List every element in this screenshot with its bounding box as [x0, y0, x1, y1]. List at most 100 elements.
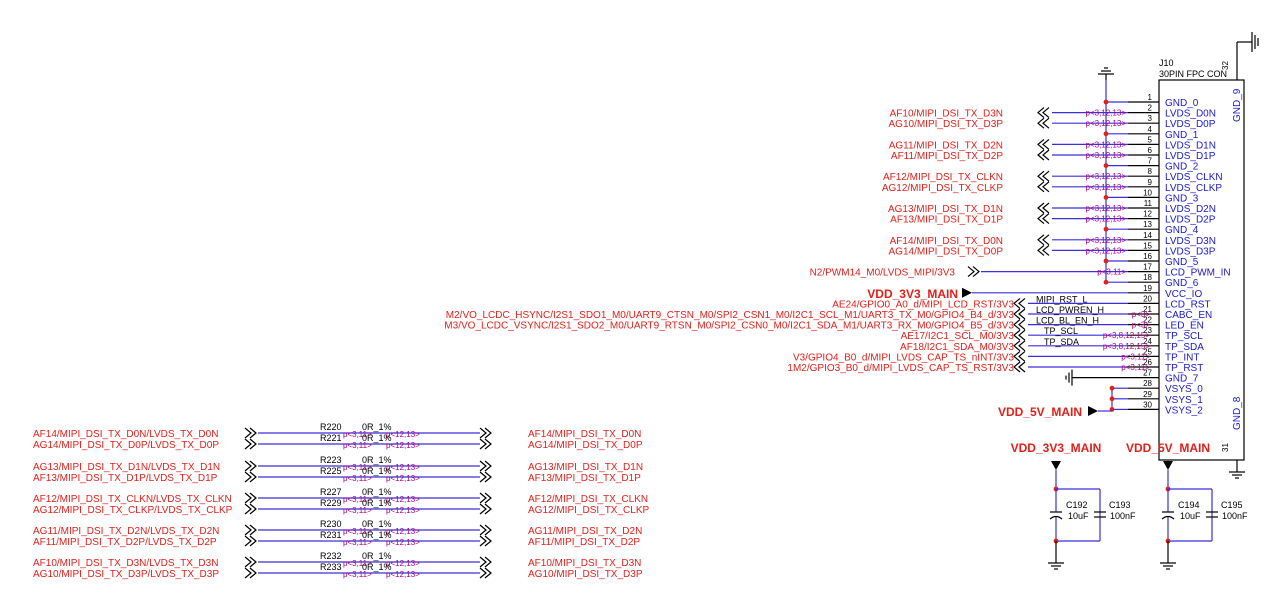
- res-right-chevron-2-a: [479, 460, 487, 472]
- pin-7-name: GND_2: [1165, 162, 1199, 173]
- res-left-chevron-6-b: [249, 524, 257, 536]
- cap-ref-0: C192: [1066, 500, 1088, 510]
- net-label-2: AG11/MIPI_DSI_TX_D2N: [889, 140, 1003, 151]
- gnd-junction-3: [1103, 131, 1109, 137]
- net-label-0: AF10/MIPI_DSI_TX_D3N: [890, 109, 1003, 120]
- net-label-1: AG10/MIPI_DSI_TX_D3P: [889, 119, 1004, 130]
- cap-ref-2: C194: [1178, 500, 1200, 510]
- ctrl-chevron-5-b: [1018, 350, 1026, 362]
- net-ref-0: p<3,12,13>: [1086, 109, 1127, 118]
- res-pref-8: p<3,11>: [343, 559, 372, 568]
- res-tref-5: p<12,13>: [386, 506, 420, 515]
- pin-5-number: 5: [1148, 135, 1153, 144]
- net-ref-8: p<3,12,13>: [1086, 236, 1127, 245]
- mipi-chevron-3-b: [1042, 149, 1050, 161]
- res-left-label-3: AF13/MIPI_DSI_TX_D1P/LVDS_TX_D1P: [33, 473, 218, 484]
- res-right-chevron-0-b: [484, 427, 492, 439]
- res-right-label-8: AF10/MIPI_DSI_TX_D3N: [528, 558, 641, 569]
- gnd-junction-17: [1103, 279, 1109, 285]
- ctrl-chevron-1-b: [1018, 308, 1026, 320]
- net-label-3: AF11/MIPI_DSI_TX_D2P: [891, 151, 1003, 162]
- vsys-junction-28: [1109, 396, 1115, 402]
- res-right-chevron-5-a: [479, 503, 487, 515]
- mipi-chevron-2-b: [1042, 138, 1050, 150]
- res-tref-1: p<12,13>: [386, 441, 420, 450]
- connector-gnd8-label: GND_8: [1232, 396, 1243, 430]
- res-val-4: 0R_1%: [362, 487, 392, 497]
- ctrl-label-0: AE24/GPIO0_A0_d/MIPI_LCD_RST/3V3: [832, 299, 1014, 310]
- res-val-9: 0R_1%: [362, 562, 392, 572]
- gnd-junction-0: [1103, 99, 1109, 105]
- cap1-plate2-0: [1049, 515, 1063, 520]
- cap-ref-3: C195: [1221, 500, 1243, 510]
- pin-3-number: 3: [1148, 114, 1153, 123]
- mipi-chevron-2-a: [1037, 138, 1045, 150]
- pin-8-number: 8: [1148, 167, 1153, 176]
- res-tref-0: p<12,13>: [386, 430, 420, 439]
- ctrl-label-2: M3/VO_LCDC_VSYNC/I2S1_SDO2_M0/UART9_RTSN…: [444, 321, 1014, 332]
- mipi-chevron-4-b: [1042, 170, 1050, 182]
- res-ref-0: R220: [320, 422, 342, 432]
- pin-30-number: 30: [1143, 400, 1152, 409]
- res-tref-9: p<12,13>: [386, 570, 420, 579]
- ctrl-ref-6: p<3,11>: [1121, 363, 1150, 372]
- res-left-chevron-1-b: [249, 438, 257, 450]
- pin-25-name: TP_INT: [1165, 352, 1199, 363]
- pin-24-number: 24: [1143, 337, 1152, 346]
- pin-15-number: 15: [1143, 241, 1152, 250]
- res-right-chevron-6-b: [484, 524, 492, 536]
- net-ref-1: p<3,12,13>: [1086, 119, 1127, 128]
- ctrl-ref-5: p<3,11>: [1121, 352, 1150, 361]
- res-pref-2: p<3,11>: [343, 463, 372, 472]
- pin-27-name: GND_7: [1165, 374, 1199, 385]
- net-label-7: AF13/MIPI_DSI_TX_D1P: [890, 215, 1003, 226]
- ctrl-ref-2: p<3>: [1132, 321, 1151, 330]
- res-tref-3: p<12,13>: [386, 474, 420, 483]
- res-left-chevron-9-b: [249, 567, 257, 579]
- res-right-chevron-1-a: [479, 438, 487, 450]
- res-left-chevron-1-a: [244, 438, 252, 450]
- cap-vdd5v-label: VDD_5V_MAIN: [1126, 441, 1210, 455]
- ctrl-label-3: AE17/I2C1_SCL_M0/3V3: [901, 331, 1015, 342]
- res-tref-6: p<12,13>: [386, 527, 420, 536]
- gnd-junction-9: [1103, 195, 1109, 200]
- pin-2-number: 2: [1148, 104, 1153, 113]
- vdd3v3-arrow: [962, 287, 972, 298]
- res-left-chevron-0-b: [249, 427, 257, 439]
- net-ref-7: p<3,12,13>: [1086, 215, 1127, 224]
- pin-22-name: LED_EN: [1165, 321, 1204, 332]
- cap-val-2: 10uF: [1180, 511, 1201, 521]
- res-right-chevron-3-b: [484, 471, 492, 483]
- res-left-label-9: AG10/MIPI_DSI_TX_D3P/LVDS_TX_D3P: [33, 569, 219, 580]
- res-right-label-2: AG13/MIPI_DSI_TX_D1N: [528, 462, 643, 473]
- gnd-junction-6: [1103, 163, 1109, 169]
- res-left-chevron-6-a: [244, 524, 252, 536]
- pin-13-number: 13: [1143, 220, 1152, 229]
- res-left-chevron-8-a: [244, 556, 252, 568]
- res-val-5: 0R_1%: [362, 498, 392, 508]
- pin-27-number: 27: [1143, 369, 1152, 378]
- res-right-chevron-5-b: [484, 503, 492, 515]
- pin-26-name: TP_RST: [1165, 363, 1203, 374]
- cap-ref-1: C193: [1109, 500, 1131, 510]
- res-left-label-1: AG14/MIPI_DSI_TX_D0P/LVDS_TX_D0P: [33, 440, 219, 451]
- res-left-chevron-5-b: [249, 503, 257, 515]
- pin-29-number: 29: [1143, 390, 1152, 399]
- res-right-chevron-8-b: [484, 556, 492, 568]
- mipi-chevron-9-b: [1042, 244, 1050, 256]
- res-left-chevron-2-a: [244, 460, 252, 472]
- res-left-chevron-9-a: [244, 567, 252, 579]
- ctrl-label-6: 1M2/GPIO3_B0_d/MIPI_LVDS_CAP_TS_RST/3V3: [787, 363, 1014, 374]
- pin-13-name: GND_4: [1165, 225, 1199, 236]
- pin-30-name: VSYS_2: [1165, 405, 1203, 416]
- mipi-chevron-8-b: [1042, 234, 1050, 246]
- net-ref-5: p<3,12,13>: [1086, 183, 1127, 192]
- pin-14-number: 14: [1143, 231, 1152, 240]
- pin-5-name: LVDS_D1N: [1165, 140, 1216, 151]
- res-val-2: 0R_1%: [362, 455, 392, 465]
- res-ref-8: R232: [320, 551, 342, 561]
- net-label-9: AG14/MIPI_DSI_TX_D0P: [889, 246, 1004, 257]
- res-right-chevron-9-b: [484, 567, 492, 579]
- net-label-4: AF12/MIPI_DSI_TX_CLKN: [883, 172, 1003, 183]
